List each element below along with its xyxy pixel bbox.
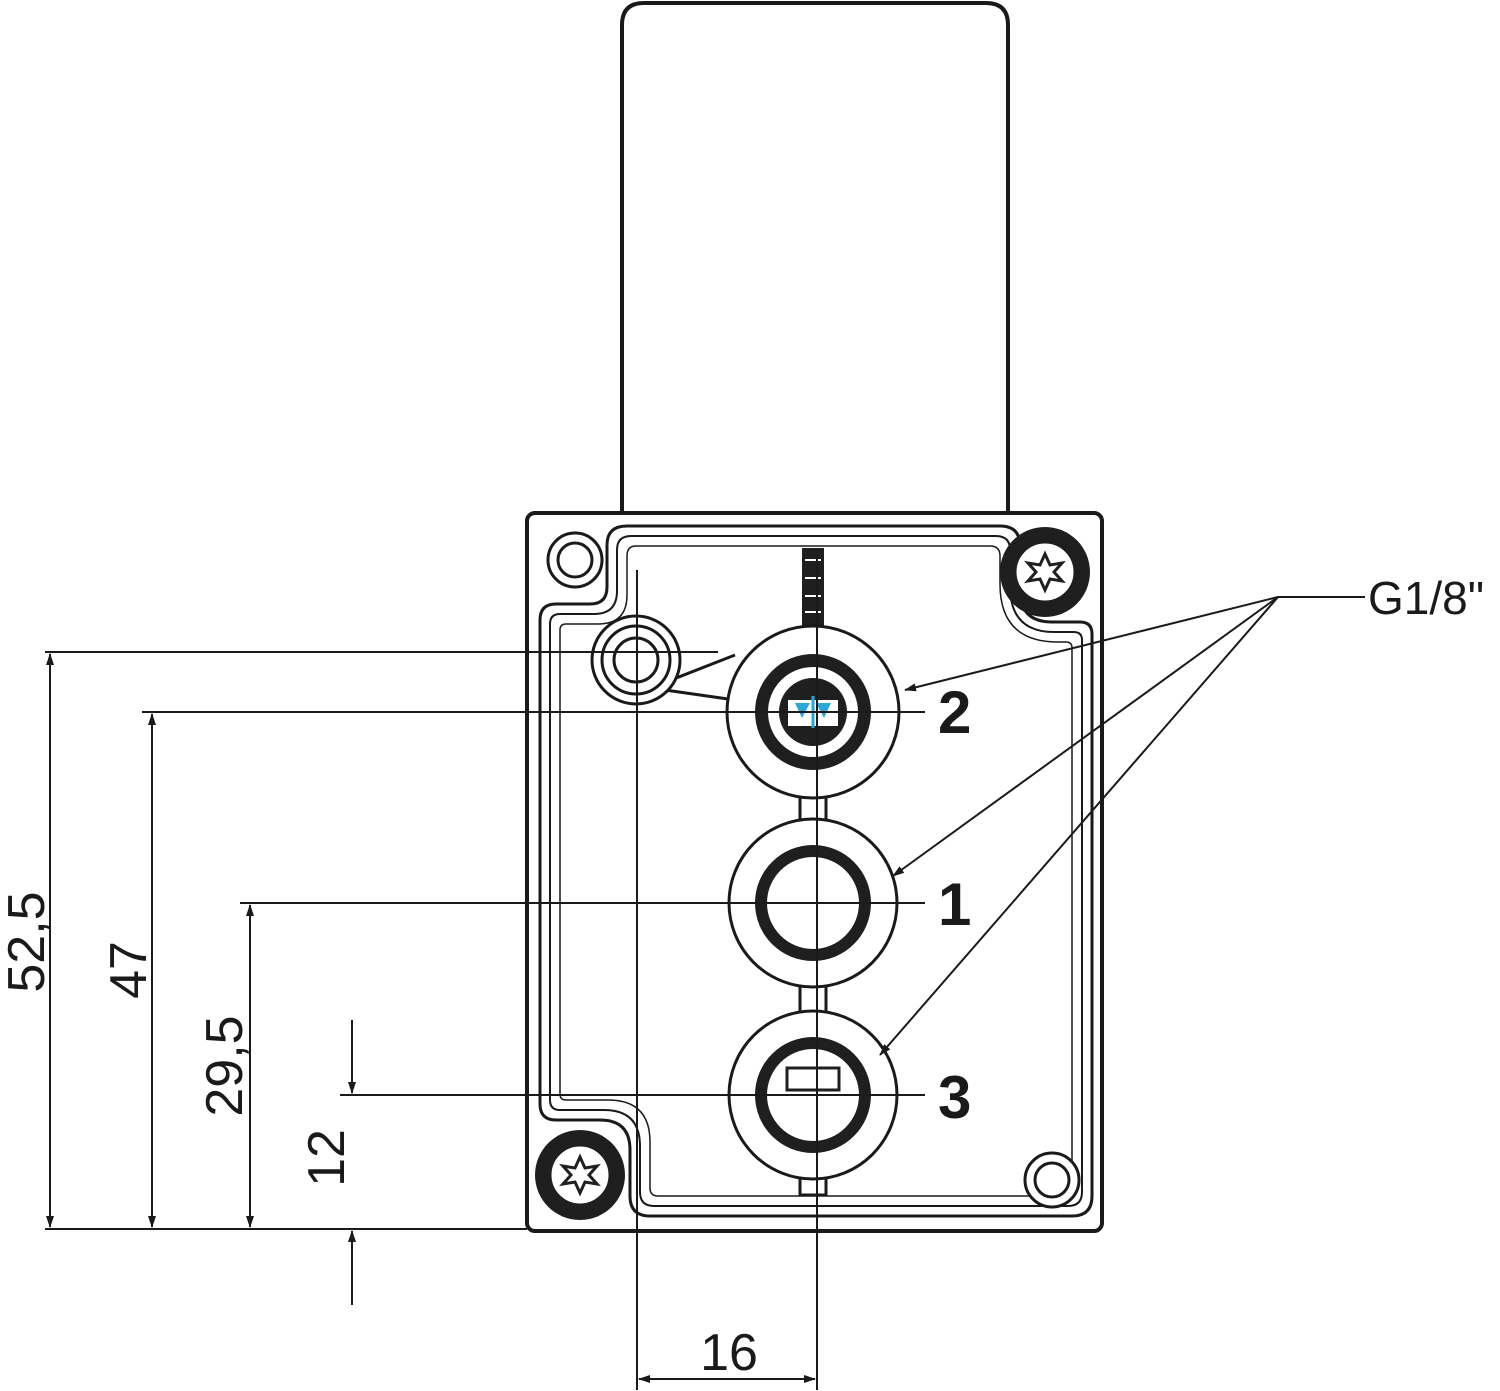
dimension-lines: [46, 653, 816, 1383]
gasket-outline: [538, 524, 1094, 1218]
port-label-2: 2: [938, 679, 971, 746]
mounting-hole-bottom-right: [1023, 1151, 1081, 1209]
port-label-3: 3: [938, 1064, 971, 1131]
thread-size-label: G1/8": [1368, 572, 1484, 624]
dimension-47: 47: [100, 941, 158, 999]
screw-top-right: [1000, 527, 1090, 617]
solenoid-coil: [620, 1, 1010, 515]
screw-bottom-left: [535, 1130, 625, 1220]
dimension-16: 16: [700, 1324, 758, 1382]
reference-lines: [636, 555, 818, 1390]
mounting-hole-top-left: [546, 531, 604, 589]
dimension-52-5: 52,5: [0, 891, 56, 992]
extension-lines: [45, 651, 925, 1230]
port-label-1: 1: [938, 871, 971, 938]
sensor-strip: [802, 548, 824, 628]
dimension-12: 12: [298, 1129, 356, 1187]
dimension-29-5: 29,5: [196, 1015, 254, 1116]
thread-leader-lines: [879, 596, 1365, 1056]
